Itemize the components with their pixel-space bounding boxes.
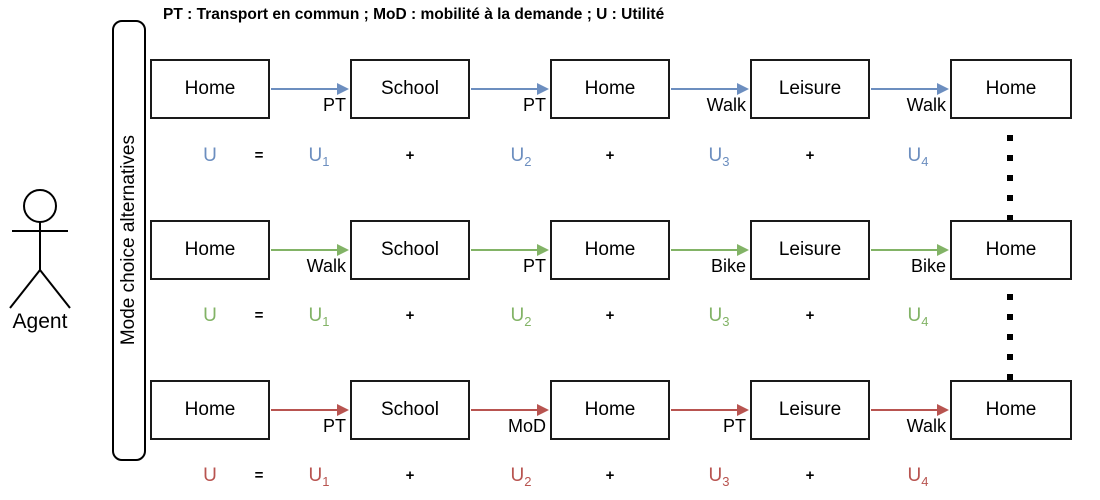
arrow-right-icon (471, 244, 549, 256)
arrow-right-icon (671, 244, 749, 256)
agent-label: Agent (12, 310, 68, 333)
plus-sign: + (605, 467, 615, 484)
arrow-right-icon (871, 404, 949, 416)
mode-choice-bracket: Mode choice alternatives (112, 20, 146, 461)
utility-term: U2 (510, 145, 532, 169)
mode-label: Walk (906, 95, 946, 115)
plus-sign: + (605, 307, 615, 324)
utility-term: U1 (308, 465, 330, 489)
mode-label: PT (322, 416, 346, 436)
plus-sign: + (405, 147, 415, 164)
utility-equation-blue: U = U1 + U2 + U3 + U4 (0, 144, 1100, 169)
plus-sign: + (805, 307, 815, 324)
legend-title: PT : Transport en commun ; MoD : mobilit… (163, 6, 665, 23)
arrow-right-icon (871, 244, 949, 256)
utility-term: U3 (708, 465, 730, 489)
arrow-right-icon (671, 83, 749, 95)
activity-box: Home (550, 380, 670, 440)
utility-term: U2 (510, 305, 532, 329)
activity-box: Home (950, 220, 1072, 280)
activity-box: School (350, 59, 470, 119)
arrow-right-icon (471, 404, 549, 416)
continuation-dots (1007, 135, 1013, 223)
utility-term: U4 (907, 305, 929, 329)
plus-sign: + (805, 147, 815, 164)
mode-label: MoD (507, 416, 546, 436)
activity-box: Home (150, 220, 270, 280)
mode-label: PT (722, 416, 746, 436)
activity-box: Home (150, 380, 270, 440)
utility-term: U3 (708, 305, 730, 329)
plus-sign: + (405, 307, 415, 324)
utility-term: U1 (308, 145, 330, 169)
utility-total: U (203, 305, 217, 326)
activity-box: Home (550, 220, 670, 280)
utility-term: U2 (510, 465, 532, 489)
plus-sign: + (605, 147, 615, 164)
activity-box: School (350, 220, 470, 280)
activity-box: Home (550, 59, 670, 119)
agent-icon (9, 189, 71, 309)
utility-equation-green: U = U1 + U2 + U3 + U4 (0, 304, 1100, 329)
mode-label: PT (522, 95, 546, 115)
activity-box: Home (950, 380, 1072, 440)
plus-sign: + (405, 467, 415, 484)
continuation-dots (1007, 294, 1013, 382)
activity-box: Leisure (750, 380, 870, 440)
equals-sign: = (254, 467, 264, 484)
mode-label: PT (522, 256, 546, 276)
equals-sign: = (254, 147, 264, 164)
mode-label: Walk (906, 416, 946, 436)
arrow-right-icon (271, 83, 349, 95)
arrow-right-icon (271, 404, 349, 416)
equals-sign: = (254, 307, 264, 324)
activity-box: School (350, 380, 470, 440)
utility-term: U4 (907, 145, 929, 169)
activity-box: Leisure (750, 59, 870, 119)
utility-term: U1 (308, 305, 330, 329)
utility-total: U (203, 145, 217, 166)
alternative-row-red: Home School Home Leisure Home PT MoD PT … (0, 380, 1100, 500)
activity-box: Home (150, 59, 270, 119)
alternative-row-green: Home School Home Leisure Home Walk PT Bi… (0, 220, 1100, 340)
arrow-right-icon (871, 83, 949, 95)
mode-label: PT (322, 95, 346, 115)
activity-box: Leisure (750, 220, 870, 280)
mode-label: Walk (706, 95, 746, 115)
utility-equation-red: U = U1 + U2 + U3 + U4 (0, 464, 1100, 489)
arrow-right-icon (671, 404, 749, 416)
utility-term: U3 (708, 145, 730, 169)
activity-box: Home (950, 59, 1072, 119)
alternative-row-blue: Home School Home Leisure Home PT PT Walk… (0, 59, 1100, 179)
mode-label: Walk (306, 256, 346, 276)
utility-term: U4 (907, 465, 929, 489)
utility-total: U (203, 465, 217, 486)
mode-label: Bike (710, 256, 746, 276)
arrow-right-icon (271, 244, 349, 256)
plus-sign: + (805, 467, 815, 484)
arrow-right-icon (471, 83, 549, 95)
mode-label: Bike (910, 256, 946, 276)
